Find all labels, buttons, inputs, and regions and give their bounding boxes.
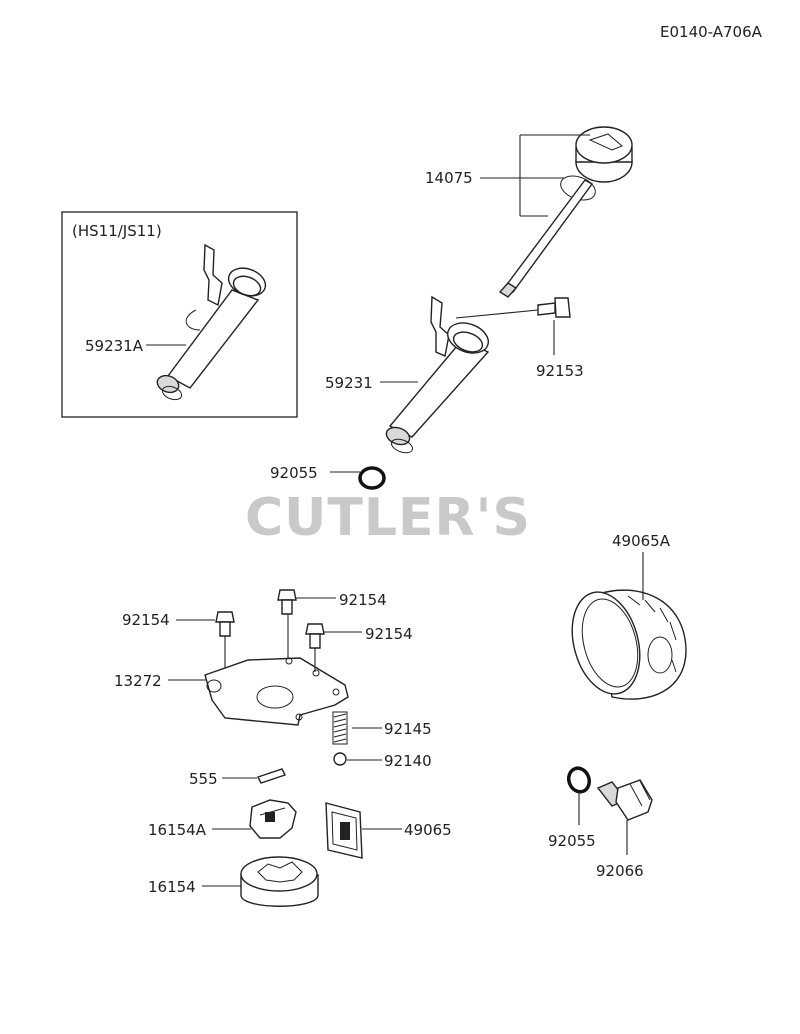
label-92140: 92140 xyxy=(384,752,432,770)
label-14075: 14075 xyxy=(425,169,473,187)
label-92055-tube: 92055 xyxy=(270,464,318,482)
oil-filter-part xyxy=(571,589,687,700)
inset-box: (HS11/JS11) 59231A xyxy=(61,211,298,418)
label-92154-a: 92154 xyxy=(122,611,170,629)
bolt-92154-c-part xyxy=(305,623,325,649)
spring-part xyxy=(332,711,348,745)
label-59231: 59231 xyxy=(325,374,373,392)
label-49065: 49065 xyxy=(404,821,452,839)
pin-part xyxy=(257,768,286,784)
screen-part xyxy=(325,802,363,859)
label-59231A: 59231A xyxy=(85,337,144,355)
drain-plug-part xyxy=(596,779,653,821)
filler-tube-alt-part xyxy=(156,243,267,401)
oil-cap-dipstick-part xyxy=(498,126,633,298)
label-92153: 92153 xyxy=(536,362,584,380)
label-92066: 92066 xyxy=(596,862,644,880)
bolt-92154-a-part xyxy=(215,611,235,637)
bolt-92154-b-part xyxy=(277,589,297,615)
ball-part xyxy=(333,752,347,766)
label-92154-b: 92154 xyxy=(339,591,387,609)
filler-tube-part xyxy=(385,295,490,454)
oring-plug-part xyxy=(566,766,592,794)
bolt-92153-part xyxy=(537,297,571,318)
watermark: CUTLER'S xyxy=(245,488,531,548)
label-92154-c: 92154 xyxy=(365,625,413,643)
label-16154A: 16154A xyxy=(148,821,207,839)
oring-tube-part xyxy=(358,466,386,490)
label-13272: 13272 xyxy=(114,672,162,690)
pump-cover-part xyxy=(204,657,349,726)
outer-rotor-part xyxy=(240,856,319,907)
label-49065A: 49065A xyxy=(612,532,671,550)
label-16154: 16154 xyxy=(148,878,196,896)
label-555: 555 xyxy=(189,770,218,788)
label-92145: 92145 xyxy=(384,720,432,738)
diagram-code: E0140-A706A xyxy=(660,23,763,41)
label-92055-plug: 92055 xyxy=(548,832,596,850)
inset-title: (HS11/JS11) xyxy=(72,222,162,240)
inner-rotor-part xyxy=(249,799,297,839)
